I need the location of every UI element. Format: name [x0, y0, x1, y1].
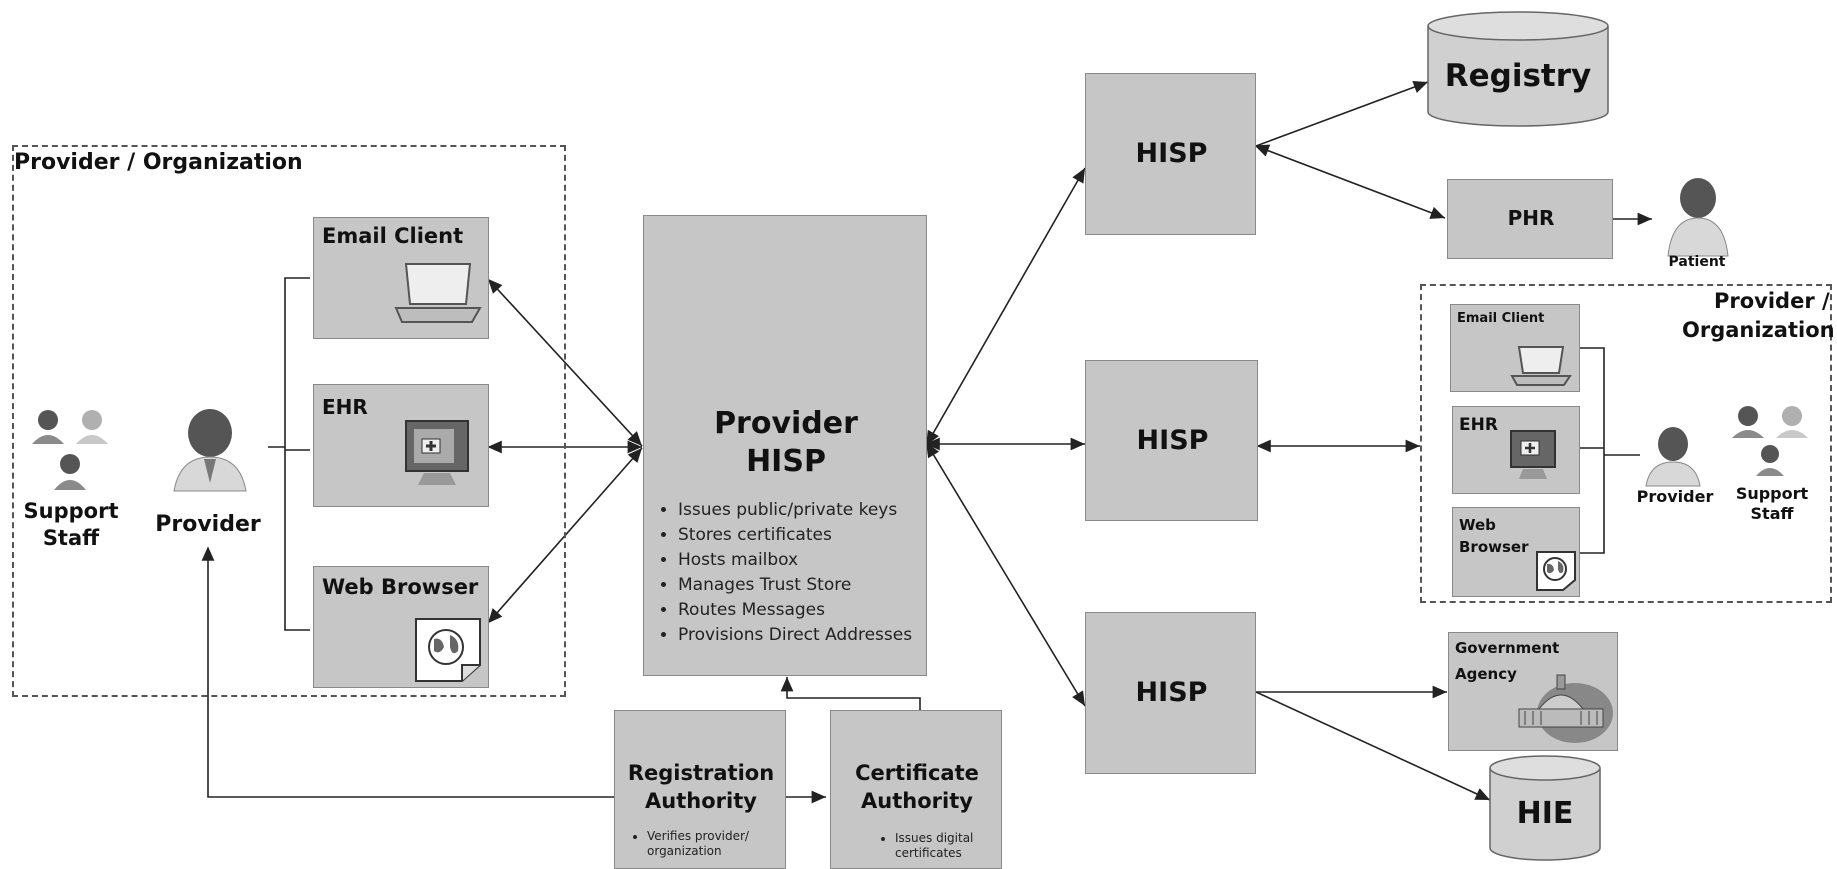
ca-title-line2: Authority	[861, 789, 973, 813]
provider-hisp-title-line2: HISP	[746, 444, 826, 479]
left-bracket-line	[268, 277, 310, 631]
list-item: Verifies provider/ organization	[647, 829, 787, 859]
support-staff-icon	[32, 410, 108, 490]
globe-page-icon	[415, 618, 481, 682]
provider-hisp-title-line1: Provider	[714, 406, 858, 441]
provider-hisp-bullets: Issues public/private keys Stores certif…	[654, 498, 928, 648]
hisp-mid-label: HISP	[1136, 425, 1209, 456]
right-org-title-line2: Organization	[1682, 318, 1835, 342]
phr-label: PHR	[1507, 206, 1555, 230]
laptop-icon	[1510, 346, 1572, 386]
right-ehr-label: EHR	[1459, 415, 1498, 435]
right-support-staff-icon	[1732, 406, 1808, 476]
ra-title-line1: Registration	[627, 761, 775, 785]
email-client-label: Email Client	[322, 224, 464, 248]
list-item: Routes Messages	[678, 598, 928, 623]
provider-hisp-box[interactable]: Provider HISP Issues public/private keys…	[643, 215, 927, 676]
ca-bullets: Issues digital certificates	[879, 831, 1005, 861]
right-support-staff-label: Support Staff	[1735, 484, 1809, 523]
list-item: Provisions Direct Addresses	[678, 623, 928, 648]
certificate-authority-box[interactable]: Certificate Authority Issues digital cer…	[830, 710, 1002, 869]
hisp-to-bottom-hisp-arrow	[926, 442, 1086, 707]
ca-title-line1: Certificate	[855, 761, 979, 785]
ra-bullets: Verifies provider/ organization	[631, 829, 787, 859]
right-provider-icon	[1645, 427, 1701, 487]
list-item: Stores certificates	[678, 523, 928, 548]
hie-cylinder	[1489, 755, 1601, 861]
hisp-top-label: HISP	[1135, 138, 1208, 169]
government-agency-label-line2: Agency	[1455, 665, 1517, 683]
ehr-label: EHR	[322, 395, 368, 419]
government-agency-box[interactable]: Government Agency	[1448, 632, 1618, 751]
right-web-browser-label-line2: Browser	[1459, 538, 1529, 556]
bottom-hisp-to-hie-arrow	[1255, 691, 1491, 801]
registry-label: Registry	[1444, 58, 1592, 94]
left-org-boundary	[12, 145, 566, 697]
registry-cylinder	[1427, 11, 1609, 127]
provider-icon	[173, 409, 247, 492]
patient-label: Patient	[1668, 254, 1726, 270]
hisp-to-top-hisp-arrow	[926, 167, 1086, 446]
list-item: Issues digital certificates	[895, 831, 1005, 861]
phr-box[interactable]: PHR	[1447, 179, 1613, 259]
right-bracket-line	[1580, 347, 1640, 554]
list-item: Hosts mailbox	[678, 548, 928, 573]
ehr-monitor-icon	[405, 420, 469, 485]
ra-title-line2: Authority	[645, 789, 757, 813]
email-client-box[interactable]: Email Client	[313, 217, 489, 339]
ca-to-hisp-line	[780, 677, 921, 710]
top-hisp-to-phr-arrow	[1254, 144, 1446, 219]
ehr-monitor-icon	[1510, 430, 1556, 479]
right-email-client-label: Email Client	[1457, 311, 1545, 326]
web-browser-label: Web Browser	[322, 575, 479, 599]
hisp-top-box[interactable]: HISP	[1085, 73, 1256, 235]
web-browser-box[interactable]: Web Browser	[313, 566, 489, 688]
top-hisp-to-registry-arrow	[1255, 81, 1429, 147]
laptop-icon	[394, 263, 482, 323]
list-item: Manages Trust Store	[678, 573, 928, 598]
hisp-bottom-box[interactable]: HISP	[1085, 612, 1256, 774]
hisp-mid-box[interactable]: HISP	[1085, 360, 1258, 521]
list-item: Issues public/private keys	[678, 498, 928, 523]
hie-label: HIE	[1516, 796, 1574, 831]
provider-to-ra-line	[201, 546, 614, 798]
right-org-title-line1: Provider /	[1714, 289, 1830, 313]
support-staff-label: Support Staff	[23, 499, 119, 550]
right-provider-label: Provider	[1636, 487, 1714, 506]
right-org-boundary	[1420, 284, 1832, 603]
registration-authority-box[interactable]: Registration Authority Verifies provider…	[614, 710, 786, 869]
ehr-box[interactable]: EHR	[313, 384, 489, 507]
left-org-title: Provider / Organization	[14, 150, 303, 175]
globe-page-icon	[1536, 551, 1576, 591]
right-ehr-box[interactable]: EHR	[1452, 406, 1580, 494]
patient-icon	[1667, 178, 1729, 257]
government-agency-label-line1: Government	[1455, 639, 1560, 657]
provider-label: Provider	[155, 512, 261, 537]
hisp-bottom-label: HISP	[1135, 677, 1208, 708]
right-email-client-box[interactable]: Email Client	[1450, 304, 1580, 392]
right-web-browser-box[interactable]: Web Browser	[1452, 507, 1580, 597]
government-building-icon	[1518, 674, 1613, 743]
right-web-browser-label-line1: Web	[1459, 516, 1496, 534]
